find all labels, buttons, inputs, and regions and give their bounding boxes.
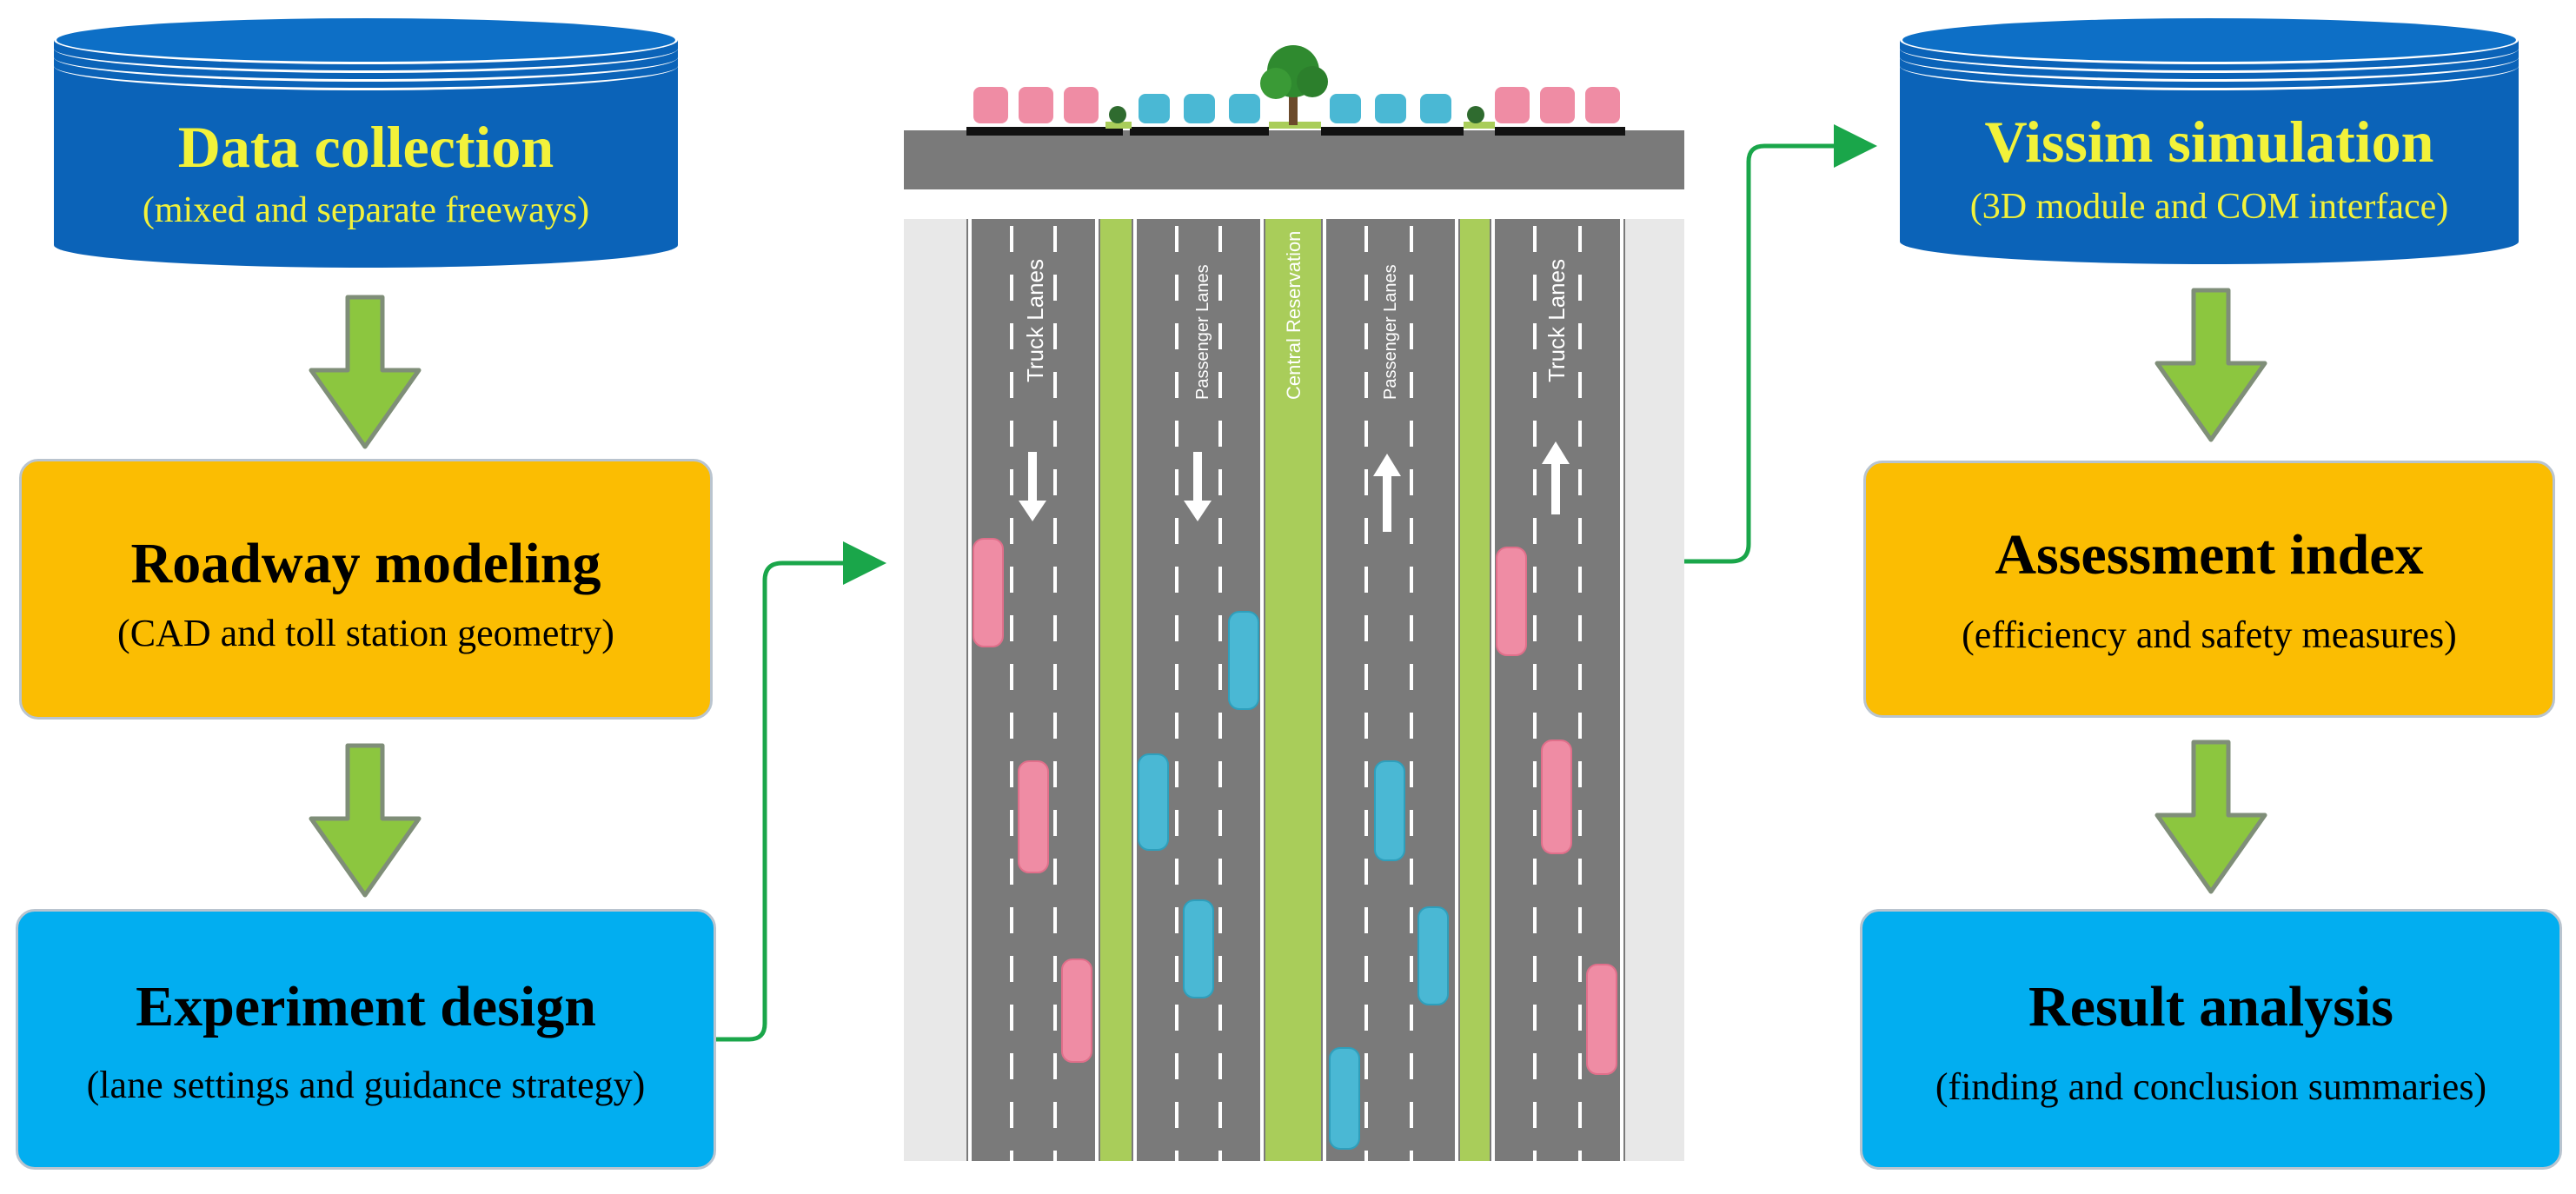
down-arrow-1 xyxy=(309,295,422,449)
connector-arrow-left xyxy=(716,541,886,1042)
experiment-design-title: Experiment design xyxy=(136,975,596,1038)
lane-label-passenger-right: Passenger Lanes xyxy=(1381,264,1400,400)
result-analysis-title: Result analysis xyxy=(2028,975,2393,1038)
lane-label-central: Central Reservation xyxy=(1283,231,1305,400)
result-analysis-box: Result analysis (finding and conclusion … xyxy=(1860,909,2562,1170)
assessment-index-subtitle: (efficiency and safety measures) xyxy=(1962,614,2457,656)
cylinder-top xyxy=(54,16,678,64)
roadway-modeling-title: Roadway modeling xyxy=(130,532,601,595)
data-collection-cylinder: Data collection (mixed and separate free… xyxy=(54,16,678,268)
road-plan-view: Truck Lanes Passenger Lanes Central Rese… xyxy=(904,219,1684,1161)
vissim-simulation-title: Vissim simulation xyxy=(1984,109,2434,175)
lane-label-passenger-left: Passenger Lanes xyxy=(1193,264,1212,400)
result-analysis-subtitle: (finding and conclusion summaries) xyxy=(1935,1065,2487,1108)
cylinder-top xyxy=(1900,16,2519,64)
roadway-modeling-box: Roadway modeling (CAD and toll station g… xyxy=(19,459,713,720)
data-collection-title: Data collection xyxy=(177,114,554,180)
tree-icon xyxy=(1260,45,1328,125)
up-direction-arrow-icon xyxy=(1373,454,1401,532)
down-arrow-3 xyxy=(2154,288,2267,442)
cylinder-ring xyxy=(54,42,678,90)
down-direction-arrow-icon xyxy=(1019,452,1046,521)
down-direction-arrow-icon xyxy=(1184,452,1212,521)
down-arrow-2 xyxy=(309,743,422,898)
assessment-index-box: Assessment index (efficiency and safety … xyxy=(1863,461,2555,718)
road-cross-section xyxy=(904,45,1684,189)
lane-label-truck-left: Truck Lanes xyxy=(1022,259,1048,382)
cylinder-ring xyxy=(1900,42,2519,90)
experiment-design-box: Experiment design (lane settings and gui… xyxy=(16,909,716,1170)
vissim-simulation-subtitle: (3D module and COM interface) xyxy=(1969,187,2449,227)
lane-label-truck-right: Truck Lanes xyxy=(1544,259,1570,382)
data-collection-subtitle: (mixed and separate freeways) xyxy=(142,190,590,230)
down-arrow-4 xyxy=(2154,740,2267,894)
roadway-modeling-subtitle: (CAD and toll station geometry) xyxy=(117,612,614,654)
vissim-simulation-cylinder: Vissim simulation (3D module and COM int… xyxy=(1900,16,2519,264)
up-direction-arrow-icon xyxy=(1542,441,1570,514)
experiment-design-subtitle: (lane settings and guidance strategy) xyxy=(86,1064,646,1106)
connector-arrow-right xyxy=(1684,124,1877,564)
assessment-index-title: Assessment index xyxy=(1995,523,2424,587)
